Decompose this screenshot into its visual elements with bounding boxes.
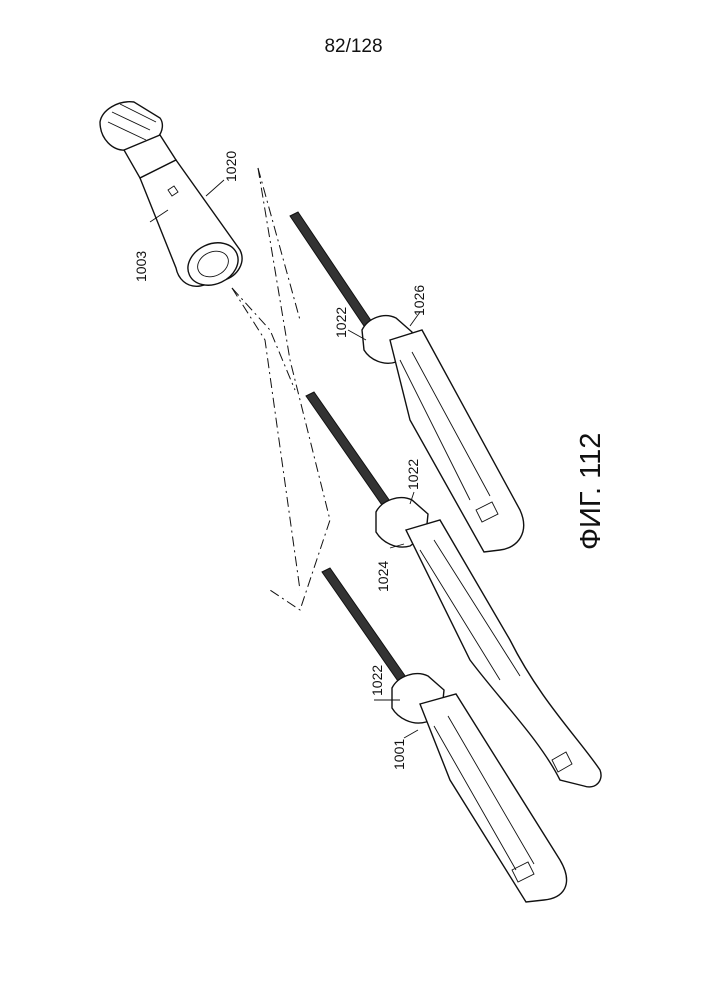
label-1024: 1024 bbox=[375, 561, 391, 592]
label-1022-bottom: 1022 bbox=[369, 665, 385, 696]
label-1022-top: 1022 bbox=[333, 307, 349, 338]
alignment-line-4 bbox=[232, 288, 300, 590]
alignment-line-1 bbox=[258, 168, 300, 320]
leader-1001 bbox=[404, 730, 418, 738]
figure-caption: ФИГ. 112 bbox=[575, 433, 607, 550]
label-1003: 1003 bbox=[133, 251, 149, 282]
label-1022-middle: 1022 bbox=[405, 459, 421, 490]
alignment-line-3 bbox=[232, 288, 295, 390]
label-1026: 1026 bbox=[411, 285, 427, 316]
connector-cap bbox=[100, 102, 245, 293]
label-1001: 1001 bbox=[391, 739, 407, 770]
leader-1020 bbox=[206, 180, 224, 196]
label-1020: 1020 bbox=[223, 151, 239, 182]
